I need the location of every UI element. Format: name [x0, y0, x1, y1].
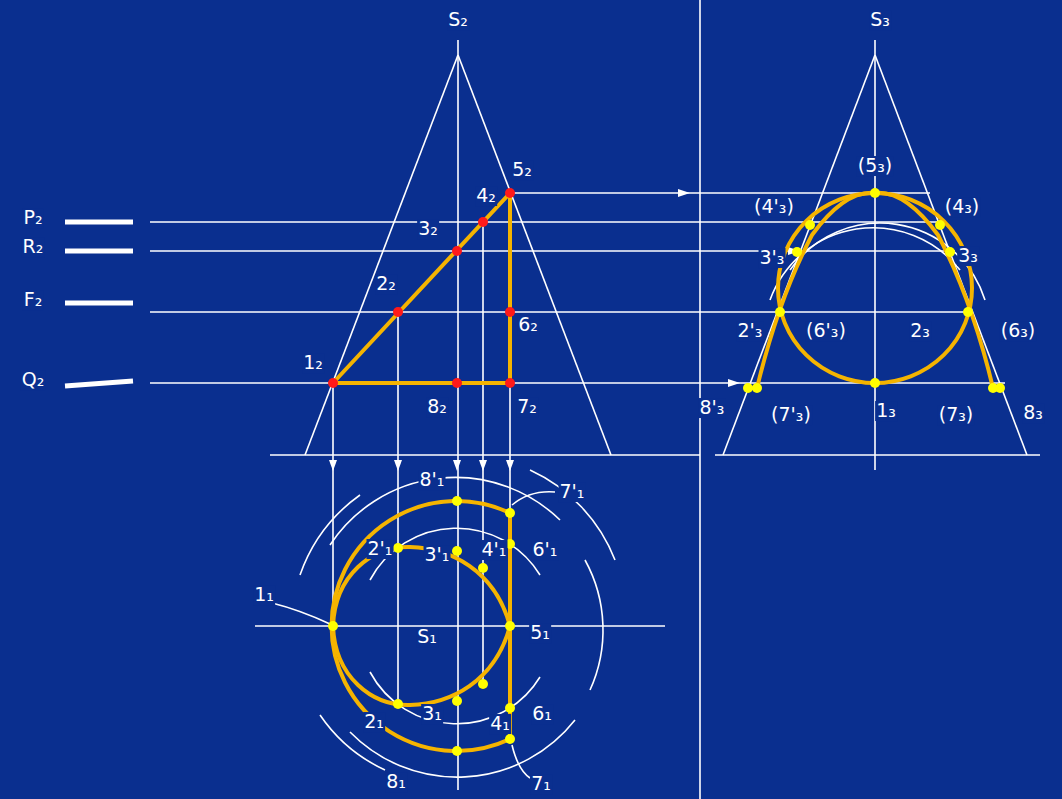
- point-label: 3₃: [957, 246, 979, 266]
- point-label: 6'₁: [532, 540, 559, 560]
- point-label: 7₂: [516, 397, 538, 417]
- point-label: R₂: [22, 237, 45, 257]
- section-curves: [332, 193, 1000, 751]
- point-label: 6₂: [517, 315, 539, 335]
- point-label: 4₁: [489, 714, 511, 734]
- point-label: (7₃): [938, 405, 975, 425]
- point-label: Q₂: [21, 370, 46, 390]
- point-label: 8₃: [1022, 403, 1044, 423]
- point-label: 2'₃: [737, 321, 764, 341]
- point-label: 3₂: [417, 219, 439, 239]
- point-label: 8₁: [385, 772, 407, 792]
- point-label: (6₃): [1000, 321, 1037, 341]
- point-label: 3'₁: [424, 545, 451, 565]
- point-label: P₂: [22, 208, 43, 228]
- construction-lines: [150, 0, 1040, 799]
- point-label: 1₃: [875, 401, 897, 421]
- point-label: (6'₃): [805, 321, 847, 341]
- point-label: 7'₁: [559, 482, 586, 502]
- projected-points: [328, 188, 1005, 756]
- point-label: 3'₃: [759, 248, 786, 268]
- point-label: S₁: [416, 627, 438, 647]
- point-label: 6₁: [531, 704, 553, 724]
- point-label: (4'₃): [753, 197, 795, 217]
- point-label: S₂: [447, 10, 469, 30]
- plane-traces: [65, 222, 133, 386]
- point-label: 2₃: [909, 321, 931, 341]
- point-label: 2₁: [363, 712, 385, 732]
- point-label: 7₁: [530, 774, 552, 794]
- point-label: S₃: [869, 10, 891, 30]
- point-label: 5₂: [511, 160, 533, 180]
- point-label: 8'₃: [699, 398, 726, 418]
- point-label: 4₂: [475, 186, 497, 206]
- point-label: 1₂: [302, 353, 324, 373]
- point-label: 4'₁: [481, 540, 508, 560]
- point-label: F₂: [23, 290, 44, 310]
- point-label: 8'₁: [419, 470, 446, 490]
- point-label: 5₁: [529, 623, 551, 643]
- point-label: 1₁: [253, 585, 275, 605]
- point-label: 2₂: [375, 274, 397, 294]
- front-points: [328, 188, 515, 388]
- arrowheads: [329, 189, 800, 471]
- point-label: 8₂: [426, 397, 448, 417]
- point-label: (5₃): [857, 156, 894, 176]
- point-label: 3₁: [421, 704, 443, 724]
- point-label: 2'₁: [367, 539, 394, 559]
- point-label: (7'₃): [770, 405, 812, 425]
- point-label: (4₃): [944, 197, 981, 217]
